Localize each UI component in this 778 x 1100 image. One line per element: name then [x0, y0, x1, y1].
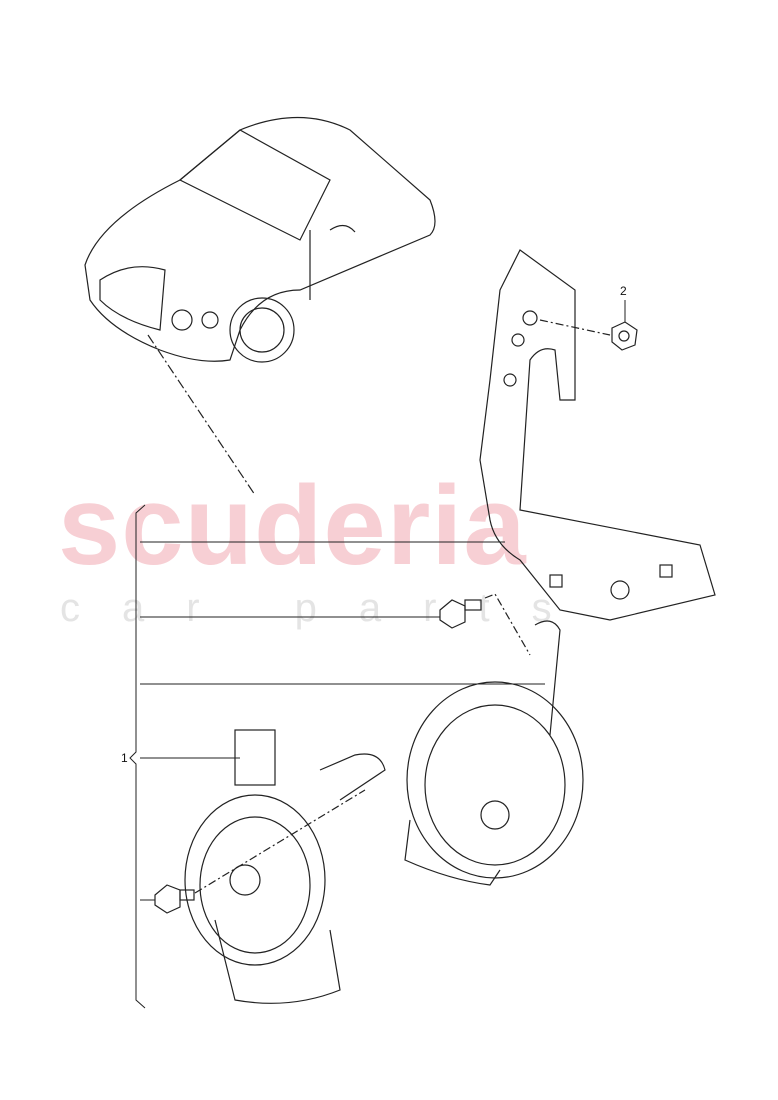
- bolt: [439, 599, 482, 629]
- bolt-lower: [154, 884, 195, 914]
- hex-nut: [611, 321, 638, 351]
- watermark-tagline: car parts: [60, 586, 594, 630]
- horn-bracket: [479, 249, 716, 621]
- callout-2: 2: [620, 284, 627, 298]
- horn-high: [404, 620, 584, 886]
- callout-1: 1: [121, 751, 128, 765]
- leader-car: [147, 334, 256, 496]
- horn-low: [184, 729, 386, 1004]
- car-illustration: [84, 117, 436, 363]
- callout-1-bracket: [129, 504, 545, 1009]
